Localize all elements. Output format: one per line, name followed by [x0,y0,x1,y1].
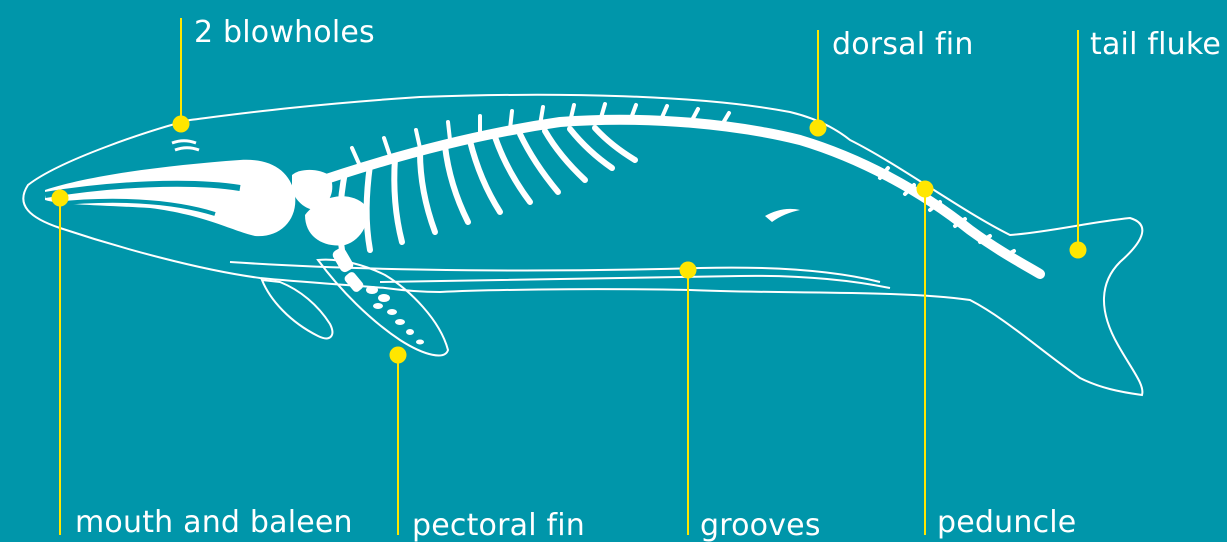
spine-bone [300,120,1040,274]
leader-dots [52,116,1087,364]
dot-blowholes [173,116,190,133]
label-tail-fluke: tail fluke [1090,30,1221,60]
ventral-groove [380,276,890,288]
dot-peduncle [917,181,934,198]
label-mouth-and-baleen: mouth and baleen [75,508,353,538]
rib-cage [340,128,635,250]
label-pectoral-fin: pectoral fin [412,511,585,541]
dot-tail-fluke [1070,242,1087,259]
pectoral-fin-bones [331,246,424,344]
pelvic-bone [765,209,800,222]
pectoral-fin-outline [318,260,448,356]
skull-bone [45,160,295,236]
label-peduncle: peduncle [937,508,1076,538]
dot-dorsal-fin [810,120,827,137]
label-blowholes: 2 blowholes [194,18,375,48]
label-grooves: grooves [700,511,821,541]
far-flipper-outline [262,280,332,338]
dot-pectoral-fin [390,347,407,364]
blowhole-mark [172,141,199,150]
dot-grooves [680,262,697,279]
dot-mouth-baleen [52,190,69,207]
label-dorsal-fin: dorsal fin [832,30,974,60]
